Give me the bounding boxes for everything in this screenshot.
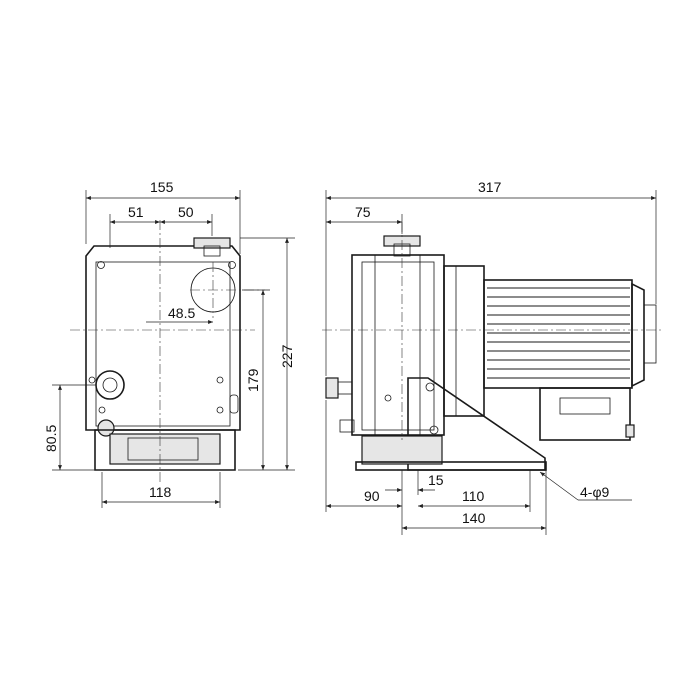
- side-view: 317 75 15 90 110 140 4-φ9: [322, 179, 662, 535]
- exhaust-fitting: [339, 419, 355, 433]
- screw-icon: [216, 376, 224, 384]
- switch-icon: [625, 424, 635, 438]
- exhaust-port-inner: [102, 377, 118, 393]
- gas-ballast-knob: [97, 419, 115, 437]
- dim-offset-center: 48.5: [168, 305, 195, 321]
- screw-icon: [98, 406, 106, 414]
- dim-length-overall: 317: [478, 179, 502, 195]
- front-housing: [85, 245, 241, 431]
- exhaust-port: [95, 370, 125, 400]
- control-box: [539, 387, 631, 441]
- screw-icon: [216, 406, 224, 414]
- dim-height-overall: 227: [279, 344, 295, 368]
- motor-body: [483, 279, 633, 389]
- inlet-neck: [203, 245, 221, 257]
- dim-height-inner: 179: [245, 368, 261, 392]
- motor-end-cap: [631, 282, 645, 388]
- side-port-fitting: [325, 377, 339, 399]
- front-view: 155 51 50 48.5 118 227 179 80.5: [43, 179, 295, 508]
- dim-base-width: 118: [149, 484, 172, 500]
- dim-width-overall: 155: [150, 179, 174, 195]
- screw-icon: [429, 425, 439, 435]
- front-panel: [95, 261, 231, 427]
- screw-icon: [384, 394, 392, 402]
- front-base-foot: [109, 433, 221, 465]
- dim-width-right: 50: [178, 204, 194, 220]
- pump-head: [351, 254, 445, 436]
- fan-cover: [643, 304, 657, 364]
- motor-fins: [487, 287, 630, 379]
- dim-inlet-offset: 75: [355, 204, 371, 220]
- dim-base-length: 140: [462, 510, 486, 526]
- screw-icon: [88, 376, 96, 384]
- display-window: [559, 397, 611, 415]
- screw-icon: [425, 382, 435, 392]
- dim-hole-pitch: 110: [462, 488, 485, 504]
- dim-base-gap: 15: [428, 472, 444, 488]
- side-base-plate: [355, 461, 547, 471]
- front-base-slot: [127, 437, 199, 461]
- dim-height-port: 80.5: [43, 425, 59, 452]
- side-port-tube: [337, 381, 353, 395]
- dim-holes: 4-φ9: [580, 484, 610, 500]
- pump-head-inner: [361, 261, 435, 431]
- screw-icon: [97, 261, 105, 269]
- dim-width-left: 51: [128, 204, 144, 220]
- inlet-flange: [193, 237, 231, 249]
- dim-base-offset: 90: [364, 488, 380, 504]
- side-tube: [229, 394, 239, 414]
- screw-icon: [228, 261, 236, 269]
- side-base: [361, 435, 443, 465]
